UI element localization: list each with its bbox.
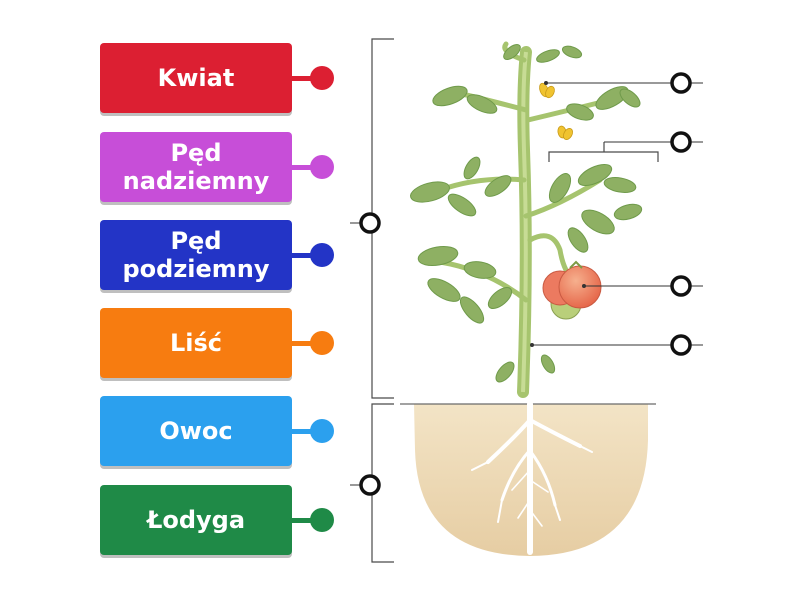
- drop-target-ring[interactable]: [670, 131, 692, 153]
- tile-connector: [292, 253, 322, 258]
- leader-anchor: [530, 343, 534, 347]
- drop-target-ring[interactable]: [670, 275, 692, 297]
- label-text: Pęd nadziemny: [122, 139, 270, 195]
- label-tile-kwiat[interactable]: Kwiat: [100, 43, 292, 113]
- flowers: [539, 82, 573, 140]
- leader-anchor: [582, 284, 586, 288]
- label-text: Łodyga: [146, 506, 246, 534]
- tile-connector: [292, 429, 322, 434]
- label-text: Kwiat: [157, 64, 235, 92]
- drop-target-ring[interactable]: [670, 72, 692, 94]
- tile-handle-dot[interactable]: [310, 243, 334, 267]
- label-tile-lisc[interactable]: Liść: [100, 308, 292, 378]
- tile-handle-dot[interactable]: [310, 419, 334, 443]
- tile-connector: [292, 76, 322, 81]
- tile-connector: [292, 518, 322, 523]
- tile-connector: [292, 165, 322, 170]
- tile-handle-dot[interactable]: [310, 331, 334, 355]
- tile-handle-dot[interactable]: [310, 155, 334, 179]
- drop-target-ring[interactable]: [359, 474, 381, 496]
- drop-target-ring[interactable]: [670, 334, 692, 356]
- label-tile-lodyga[interactable]: Łodyga: [100, 485, 292, 555]
- label-text: Pęd podziemny: [122, 227, 270, 283]
- roots: [471, 401, 593, 555]
- tile-handle-dot[interactable]: [310, 66, 334, 90]
- label-tile-owoc[interactable]: Owoc: [100, 396, 292, 466]
- label-text: Owoc: [159, 417, 233, 445]
- label-tile-ped-nadziemny[interactable]: Pęd nadziemny: [100, 132, 292, 202]
- leader-anchor: [544, 81, 548, 85]
- tile-connector: [292, 341, 322, 346]
- drop-target-ring[interactable]: [359, 212, 381, 234]
- tile-handle-dot[interactable]: [310, 508, 334, 532]
- label-text: Liść: [169, 329, 223, 357]
- fruits: [542, 260, 602, 320]
- leaves: [410, 44, 643, 383]
- label-tile-ped-podziemny[interactable]: Pęd podziemny: [100, 220, 292, 290]
